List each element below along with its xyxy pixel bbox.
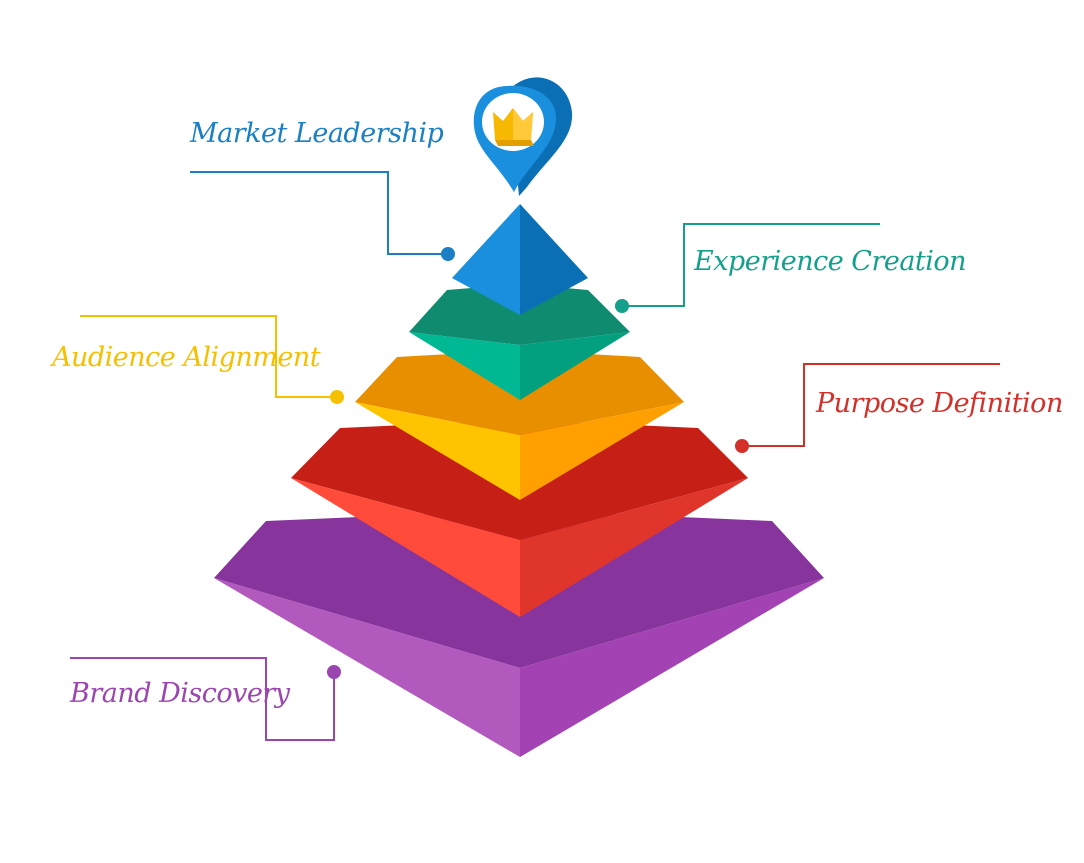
crown-pin-icon xyxy=(473,77,573,196)
connector-experience xyxy=(622,223,880,307)
connector-market xyxy=(190,171,448,255)
tier-purpose-right-face xyxy=(520,478,748,617)
tier-purpose-left-face xyxy=(291,478,520,617)
tier-market-leadership xyxy=(452,204,588,315)
label-purpose-definition: Purpose Definition xyxy=(816,388,1063,419)
label-market-leadership: Market Leadership xyxy=(190,118,444,149)
dot-brand xyxy=(327,665,341,679)
connector-audience xyxy=(80,315,336,398)
label-brand-discovery: Brand Discovery xyxy=(70,678,290,709)
tier-brand-right-face xyxy=(520,578,824,757)
label-audience-alignment: Audience Alignment xyxy=(52,342,321,373)
connector-purpose xyxy=(742,363,1000,447)
tier-market-right-face xyxy=(520,204,588,315)
tier-audience-right-face xyxy=(520,402,684,500)
tier-experience-right-face xyxy=(520,332,630,400)
tier-experience-left-face xyxy=(409,332,520,400)
crown-icon xyxy=(493,108,534,146)
dot-purpose xyxy=(735,439,749,453)
connector-brand xyxy=(70,657,335,741)
dot-market xyxy=(441,247,455,261)
tier-market-left-face xyxy=(452,204,520,315)
tier-audience-left-face xyxy=(355,402,520,500)
tier-brand-left-face xyxy=(214,578,520,757)
label-experience-creation: Experience Creation xyxy=(694,246,967,277)
dot-experience xyxy=(615,299,629,313)
dot-audience xyxy=(330,390,344,404)
